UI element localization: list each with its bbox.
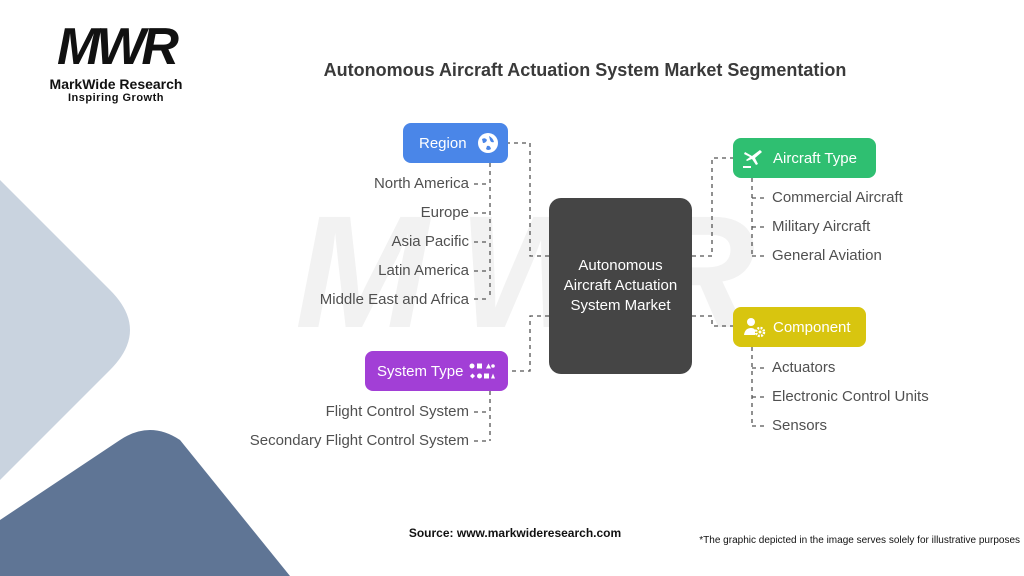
segment-region-label: Region [419,134,467,152]
system-type-item: Flight Control System [325,403,469,420]
segment-aircraft-type: Aircraft Type [733,138,876,178]
brand-logo: MWR MarkWide Research Inspiring Growth [36,18,196,106]
aircraft-icon [741,145,767,171]
region-item: Middle East and Africa [319,291,469,308]
segment-component: Component [733,307,866,347]
region-item: Latin America [378,262,469,279]
center-node: Autonomous Aircraft Actuation System Mar… [549,198,692,374]
brand-name: MarkWide Research [49,76,183,92]
disclaimer-note: *The graphic depicted in the image serve… [699,535,1020,546]
brand-tagline: Inspiring Growth [68,92,164,104]
component-item: Sensors [772,417,828,434]
person-gear-icon [741,314,767,340]
component-item: Electronic Control Units [772,388,929,405]
background-dark-shape [0,430,290,576]
background-light-shape [0,180,130,480]
aircraft-type-item: Military Aircraft [772,218,871,235]
aircraft-type-item: General Aviation [772,247,882,264]
region-item: North America [373,175,469,192]
shapes-grid-icon [469,358,496,384]
page-title: Autonomous Aircraft Actuation System Mar… [323,60,847,80]
region-item: Europe [420,204,469,221]
globe-icon [475,130,501,156]
system-type-item: Secondary Flight Control System [249,432,469,449]
aircraft-type-item: Commercial Aircraft [772,189,903,206]
center-node-label: Autonomous Aircraft Actuation System Mar… [563,257,678,314]
component-item: Actuators [772,359,836,376]
logo-mark: MWR [57,18,179,76]
segment-system-type-label: System Type [377,362,464,380]
region-item: Asia Pacific [391,233,469,250]
segment-region: Region [403,123,508,163]
segment-aircraft-type-label: Aircraft Type [773,149,857,167]
segment-system-type: System Type [365,351,508,391]
segment-component-label: Component [773,318,851,336]
source-credit: Source: www.markwideresearch.com [408,526,622,540]
